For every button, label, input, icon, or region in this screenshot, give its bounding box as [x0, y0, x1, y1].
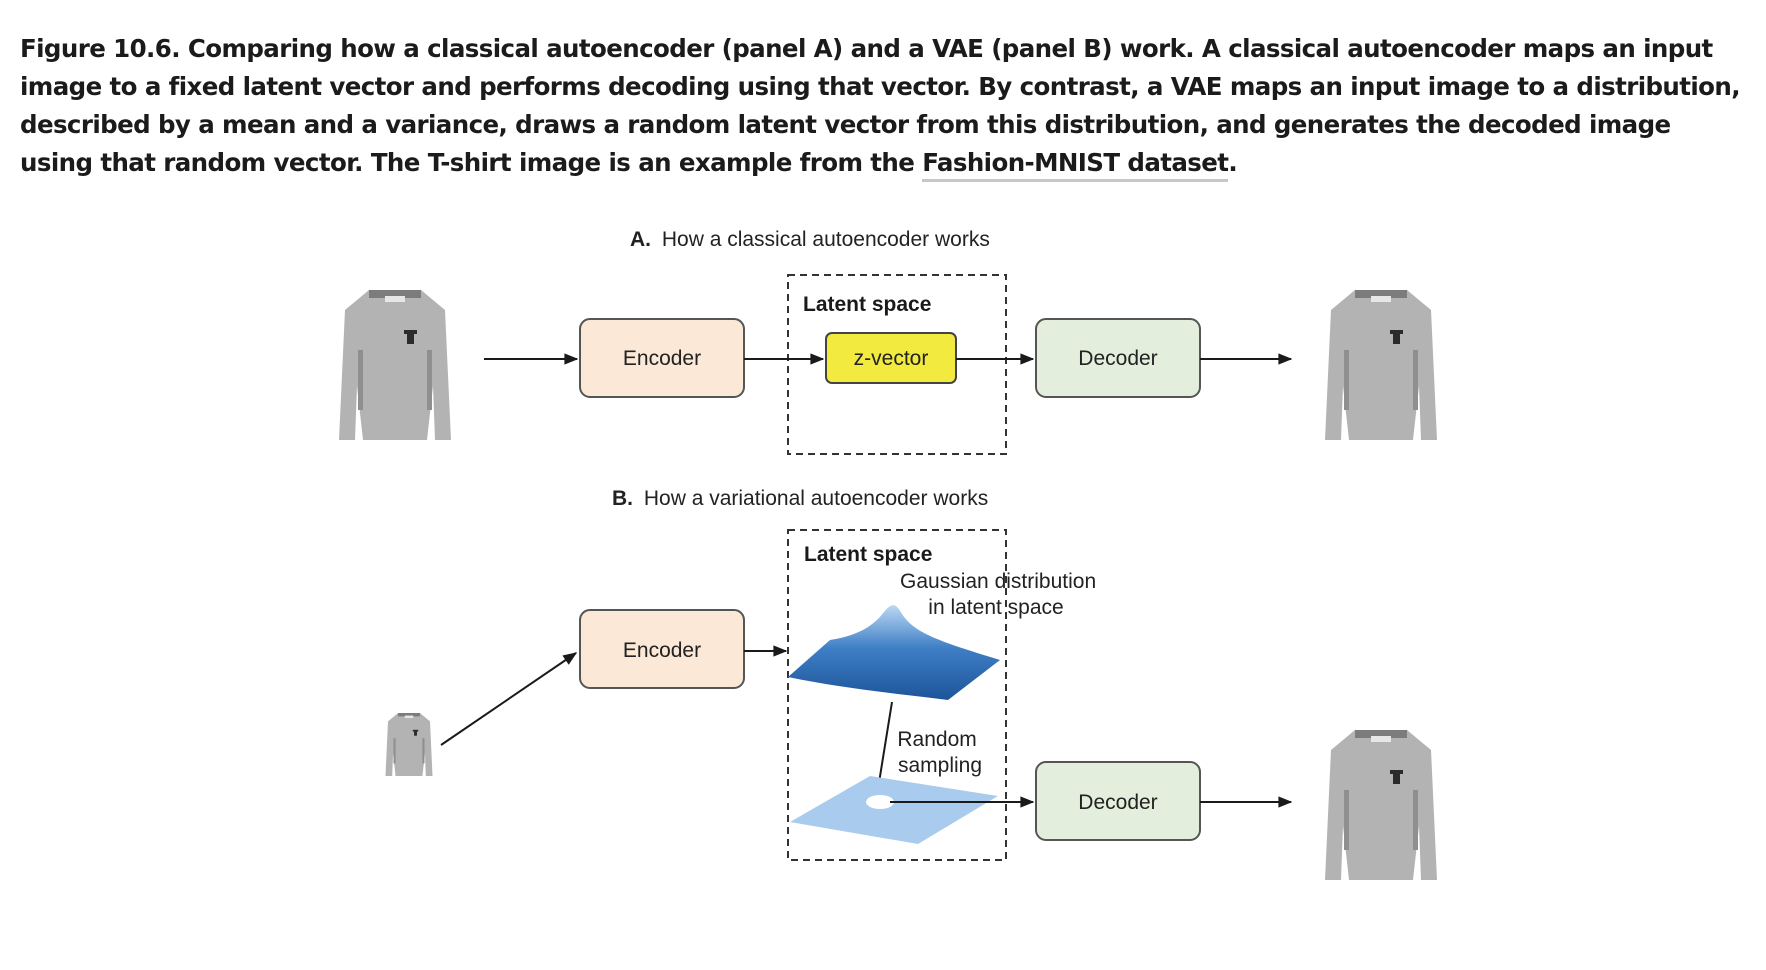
fashion-mnist-link[interactable]: Fashion-MNIST dataset: [922, 148, 1229, 182]
panel-b-latent-space-label: Latent space: [804, 543, 932, 566]
zvector-label: z-vector: [854, 347, 929, 370]
random-latent-point: [866, 795, 894, 809]
panel-a-latent-space-label: Latent space: [803, 293, 931, 316]
encoder-box-b: [579, 609, 745, 689]
caption-period: .: [1228, 148, 1238, 177]
input-tshirt-image-b: [385, 713, 433, 776]
sampling-label-line2: sampling: [898, 754, 982, 777]
gaussian-label: Gaussian distribution in latent space: [900, 570, 1102, 619]
input-tshirt-image-a: [339, 290, 451, 440]
arrow-input-to-encoder-b: [440, 652, 578, 746]
panel-b-latent-space-box: [787, 529, 1007, 861]
gaussian-distribution-surface: [788, 605, 1000, 700]
decoder-label-a: Decoder: [1078, 347, 1157, 370]
sampling-label: Random sampling: [897, 728, 982, 777]
panel-b-letter: B.: [612, 487, 633, 510]
output-tshirt-image-a: [1325, 290, 1437, 440]
gaussian-label-line1: Gaussian distribution: [900, 570, 1096, 593]
panel-b-title-text: How a variational autoencoder works: [644, 487, 988, 510]
panel-a-title-text: How a classical autoencoder works: [662, 228, 990, 251]
encoder-label-a: Encoder: [623, 347, 701, 370]
decoder-label-b: Decoder: [1078, 791, 1157, 814]
panel-a-latent-space-box: [787, 274, 1007, 455]
panel-a-letter: A.: [630, 228, 651, 251]
gaussian-label-line2: in latent space: [928, 596, 1063, 619]
caption-text: Figure 10.6. Comparing how a classical a…: [20, 34, 1741, 177]
panel-b-title: B. How a variational autoencoder works: [612, 487, 988, 510]
panel-a-title: A. How a classical autoencoder works: [630, 228, 990, 251]
output-tshirt-image-b: [1325, 730, 1437, 880]
encoder-label-b: Encoder: [623, 639, 701, 662]
figure-caption: Figure 10.6. Comparing how a classical a…: [20, 30, 1750, 182]
sampling-label-line1: Random: [897, 728, 976, 751]
latent-sample-plane: [790, 776, 998, 844]
